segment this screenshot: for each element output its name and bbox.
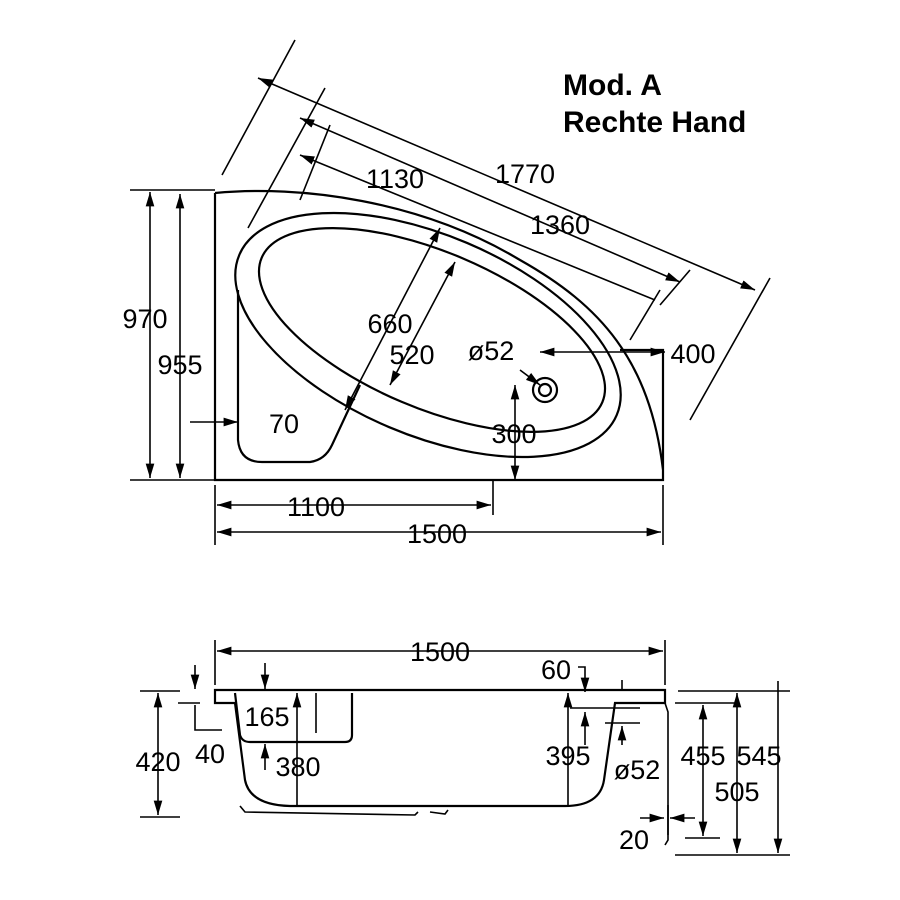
dim-overflow-diameter: ø52	[614, 755, 661, 785]
footrest	[236, 290, 361, 464]
top-view-labels: 1770 1130 1360 660 520 ø52 400 70 300 97…	[122, 159, 715, 549]
drain-icon	[531, 376, 559, 404]
dim-395: 395	[545, 741, 590, 771]
dim-20: 20	[619, 825, 649, 855]
top-view: 1770 1130 1360 660 520 ø52 400 70 300 97…	[122, 39, 771, 549]
dim-40: 40	[195, 739, 225, 769]
dim-1360: 1360	[530, 210, 590, 240]
dim-drain-diameter: ø52	[468, 336, 515, 366]
tub-section	[213, 688, 667, 808]
dim-70: 70	[269, 409, 299, 439]
dim-300: 300	[491, 419, 536, 449]
model-subtitle: Rechte Hand	[563, 106, 746, 139]
dim-165: 165	[244, 702, 289, 732]
dim-545: 545	[736, 741, 781, 771]
dim-955: 955	[157, 350, 202, 380]
dim-455: 455	[680, 741, 725, 771]
dim-970: 970	[122, 304, 167, 334]
side-view: 1500 60 165 420 40 380 395 ø52 455 545 5…	[135, 637, 790, 856]
dim-520: 520	[389, 340, 434, 370]
dim-400: 400	[670, 339, 715, 369]
dim-380: 380	[275, 752, 320, 782]
side-view-labels: 1500 60 165 420 40 380 395 ø52 455 545 5…	[135, 637, 781, 855]
model-title: Mod. A	[563, 69, 662, 102]
dim-420: 420	[135, 747, 180, 777]
dim-60: 60	[541, 655, 571, 685]
dim-1500-side: 1500	[410, 637, 470, 667]
dim-660: 660	[367, 309, 412, 339]
dim-1500-top: 1500	[407, 519, 467, 549]
dim-1130: 1130	[366, 164, 424, 194]
dim-505: 505	[714, 777, 759, 807]
dim-1100: 1100	[287, 492, 345, 522]
dim-1770: 1770	[495, 159, 555, 189]
